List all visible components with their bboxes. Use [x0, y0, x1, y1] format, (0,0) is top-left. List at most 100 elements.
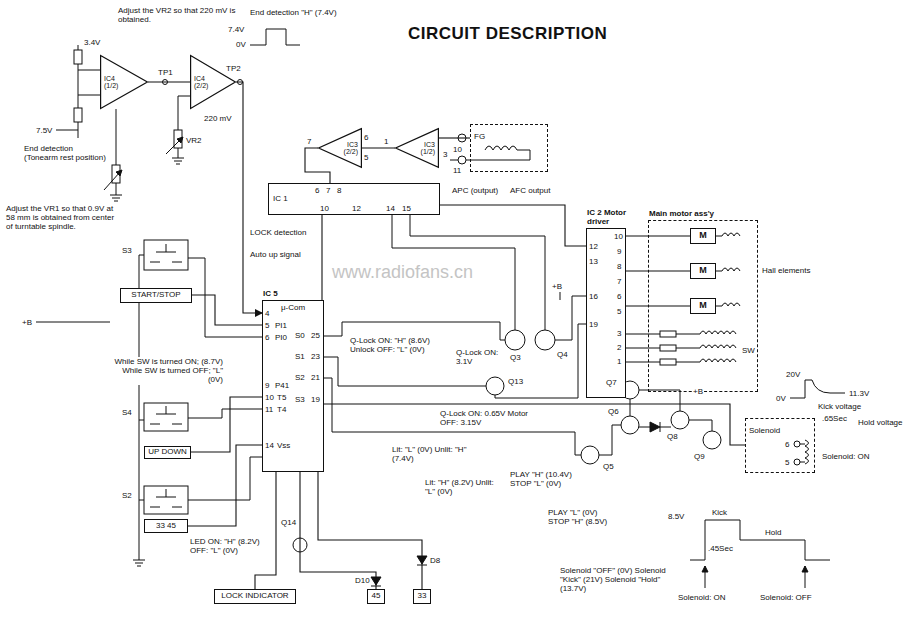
indicator-box: LOCK INDICATOR [214, 589, 296, 604]
node-label: 33 [418, 592, 427, 601]
annotation-label: T5 [277, 393, 286, 402]
connector-label: Auto up signal [250, 250, 301, 259]
annotation-label: PI1 [275, 321, 287, 330]
variable-resistor-arrow [177, 137, 183, 143]
wire [790, 380, 845, 398]
transistor-symbol [703, 431, 721, 449]
annotation-label: S2 [295, 373, 305, 382]
diode-symbol [802, 566, 808, 572]
wire [599, 390, 712, 455]
annotation-label: 7 [617, 277, 621, 286]
annotation-label: Solenoid "OFF" (0V) Solenoid "Kick" (21V… [560, 566, 668, 594]
node-label: IC3 (1/2) [415, 141, 435, 156]
node-label: IC4 (2/2) [194, 75, 215, 90]
annotation-label: 11 [453, 166, 461, 175]
annotation-label: While SW is turned ON; (8.7V) While SW i… [105, 357, 223, 385]
fg-sensor-box: FG [470, 124, 548, 172]
diode-symbol [702, 566, 708, 572]
annotation-label: 0V [236, 40, 246, 49]
annotation-label: TP1 [158, 68, 173, 77]
transistor-symbol [293, 330, 721, 552]
node-heading: IC 5 [263, 290, 278, 299]
annotation-label: PI0 [275, 333, 287, 342]
annotation-label: Q-Lock ON: 3.1V [456, 348, 502, 366]
annotation-label: 3 [443, 150, 447, 159]
connector-wire [440, 205, 586, 246]
switch-symbol [150, 489, 182, 507]
annotation-label: 0V [776, 394, 786, 403]
annotation-label: 23 [311, 352, 320, 361]
switch-symbol [150, 406, 182, 424]
resistor-symbol [74, 108, 82, 122]
indicator-box: 33 [413, 589, 431, 604]
annotation-label: 20V [786, 370, 800, 379]
annotation-label: 12 [352, 204, 361, 213]
annotation-label: D8 [430, 556, 440, 565]
node-label: M [699, 266, 707, 276]
connector-wire [626, 235, 690, 236]
wire [560, 292, 561, 300]
switch-symbol [144, 240, 188, 270]
switch-symbol [144, 486, 188, 514]
node-label: FG [474, 133, 485, 142]
watermark: www.radiofans.cn [332, 262, 473, 283]
annotation-label: S0 [295, 331, 305, 340]
annotation-label: 7 [307, 137, 311, 146]
annotation-label: PLAY "L" (0V) STOP "H" (8.5V) [548, 508, 618, 526]
connector-wire [188, 445, 262, 526]
annotation-label: 11.3V [849, 389, 869, 398]
node-label: 33 45 [156, 522, 176, 531]
annotation-label: T4 [277, 405, 286, 414]
annotation-label: Lit: "H" (8.2V) Unlit: "L" (0V) [425, 478, 503, 496]
connector-wire [255, 472, 276, 589]
annotation-label: 25 [311, 331, 320, 340]
node-label: Solenoid [749, 427, 780, 436]
connector-wire [439, 137, 470, 138]
wire [690, 520, 830, 560]
annotation-label: Q6 [608, 407, 619, 416]
annotation-label: 9 [265, 381, 269, 390]
annotation-label: 10 [265, 393, 274, 402]
annotation-label: 12 [589, 242, 598, 251]
annotation-label: 2 [617, 343, 621, 352]
motor-assembly-box: Main motor ass'yMMM [648, 220, 758, 392]
annotation-label: Hold [765, 528, 781, 537]
annotation-label: 6 [315, 186, 319, 195]
variable-resistor-arrow [104, 137, 183, 190]
connector-wire [236, 82, 262, 313]
annotation-label: Kick voltage [818, 402, 861, 411]
transistor-symbol [621, 416, 639, 434]
annotation-label: 10 [453, 145, 462, 154]
annotation-label: +B [552, 282, 562, 291]
wire [36, 322, 110, 323]
switch-symbol [144, 403, 188, 431]
annotation-label: S4 [122, 408, 132, 417]
annotation-label: 5 [617, 307, 621, 316]
annotation-label: Q-Lock ON: "H" (8.6V) Unlock OFF: "L" (0… [350, 336, 450, 354]
annotation-label: 1 [384, 137, 388, 146]
diagram-title: CIRCUIT DESCRIPTION [408, 24, 607, 44]
annotation-label: 6 [265, 333, 269, 342]
connector-label: LOCK detection [250, 228, 306, 237]
annotation-label: D10 [355, 576, 370, 585]
resistor-symbol [660, 345, 676, 351]
connector-wire [626, 270, 690, 271]
annotation-label: End detection (Tonearm rest position) [24, 144, 106, 162]
annotation-label: Solenoid: OFF [760, 593, 812, 602]
annotation-label: +B [693, 387, 703, 396]
annotation-label: 6 [785, 440, 789, 449]
node-label: M [699, 231, 707, 241]
node-label: M [699, 301, 707, 311]
annotation-label: 8.5V [668, 512, 684, 521]
node-label: START/STOP [131, 291, 180, 300]
annotation-label: 3.4V [84, 38, 100, 47]
annotation-label: 6 [364, 133, 368, 142]
motor-box: M [690, 228, 716, 244]
wire [56, 45, 100, 138]
switch-label-box: UP DOWN [144, 446, 191, 459]
annotation-label: Q9 [694, 452, 705, 461]
node-label: LOCK INDICATOR [221, 592, 288, 601]
annotation-label: 14 [386, 204, 395, 213]
node-heading: IC 2 Motor driver [587, 209, 647, 227]
